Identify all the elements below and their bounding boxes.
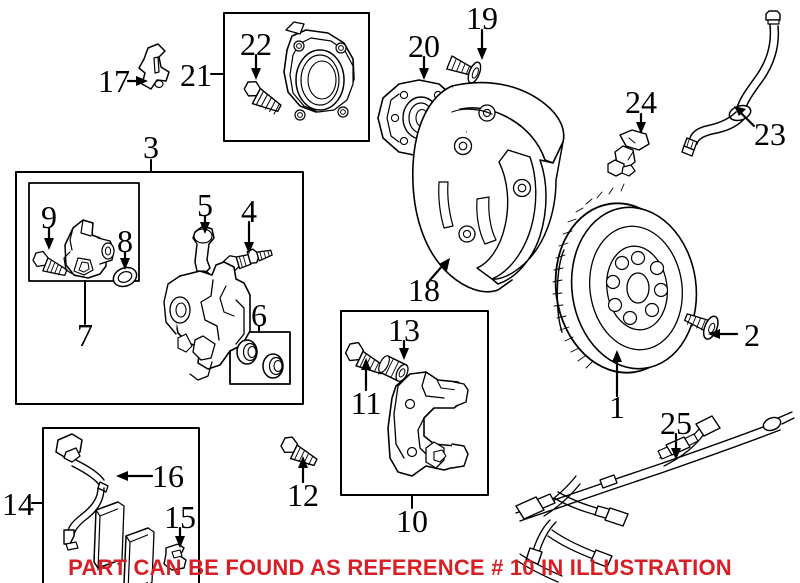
part-brake-hose-bracket xyxy=(607,129,650,177)
callout-20: 20 xyxy=(408,28,440,64)
part-brake-dust-splash-shield xyxy=(412,81,565,293)
callout-7: 7 xyxy=(77,317,93,353)
part-piston-seal-kit xyxy=(236,339,284,379)
callout-14: 14 xyxy=(2,486,34,522)
callout-12: 12 xyxy=(287,477,319,513)
callout-numbers: 1 2 3 4 5 6 7 8 9 10 11 12 13 14 15 16 1… xyxy=(2,0,786,539)
part-guide-pin-bushing xyxy=(378,355,409,382)
callout-25: 25 xyxy=(660,405,692,441)
part-hub-flange-bolt xyxy=(446,55,482,84)
part-brake-pad-wear-sensor xyxy=(55,433,109,551)
reference-note-overlay: PART CAN BE FOUND AS REFERENCE # 10 IN I… xyxy=(68,555,732,580)
part-wheel-bearing-hub-assembly xyxy=(283,21,355,121)
part-parking-brake-actuator xyxy=(63,219,115,279)
callout-17: 17 xyxy=(98,63,130,99)
callout-23: 23 xyxy=(754,116,786,152)
callout-3: 3 xyxy=(143,129,159,165)
part-guide-pin-bolt xyxy=(222,248,273,272)
callout-5: 5 xyxy=(197,187,213,223)
callout-13: 13 xyxy=(388,312,420,348)
callout-leaders xyxy=(31,28,756,548)
callout-18: 18 xyxy=(408,272,440,308)
callout-6: 6 xyxy=(251,297,267,333)
callout-1: 1 xyxy=(609,389,625,425)
callout-8: 8 xyxy=(117,223,133,259)
part-actuator-o-ring-seal xyxy=(112,266,138,288)
callout-22: 22 xyxy=(240,26,272,62)
callout-16: 16 xyxy=(152,458,184,494)
part-abs-sensor-wiring-harness xyxy=(515,411,795,583)
callout-9: 9 xyxy=(41,199,57,235)
part-brake-rotor-disc xyxy=(552,183,698,374)
callout-21: 21 xyxy=(180,57,212,93)
part-shield-retaining-bracket xyxy=(138,43,170,90)
part-splash-shield-bolt xyxy=(280,436,318,467)
part-pad-retaining-clip xyxy=(163,543,187,571)
part-brake-caliper-body xyxy=(163,261,251,381)
callout-11: 11 xyxy=(351,385,382,421)
callout-10: 10 xyxy=(396,503,428,539)
part-bracket-mounting-bolt xyxy=(344,341,386,375)
callout-15: 15 xyxy=(164,499,196,535)
callout-4: 4 xyxy=(241,193,257,229)
callout-24: 24 xyxy=(625,84,657,120)
callout-19: 19 xyxy=(466,0,498,36)
callout-2: 2 xyxy=(744,317,760,353)
part-brake-pad-set xyxy=(93,501,155,583)
part-actuator-mounting-bolt xyxy=(32,250,68,277)
part-caliper-mounting-bracket xyxy=(387,371,469,477)
